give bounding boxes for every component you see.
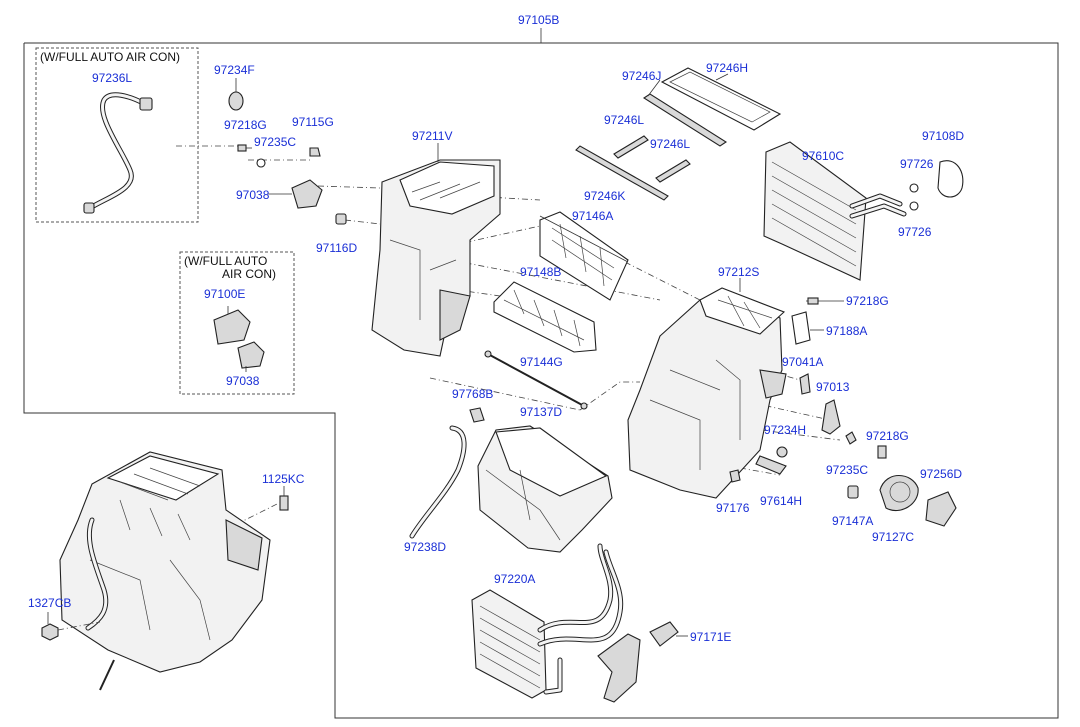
clip-97235c-low xyxy=(845,431,857,445)
bolt-1125kc xyxy=(279,495,289,511)
label-97726-1: 97726 xyxy=(900,157,934,171)
door-97146a xyxy=(539,211,629,301)
auto-aircon-actuators xyxy=(213,306,265,372)
label-1327cb: 1327CB xyxy=(28,596,71,610)
actuator-97100e xyxy=(213,309,251,345)
o-ring-97726-2 xyxy=(909,201,919,211)
label-97148b: 97148B xyxy=(520,265,561,279)
note-auto-aircon-top: (W/FULL AUTO AIR CON) xyxy=(40,50,180,64)
clip-97116d xyxy=(335,213,347,225)
label-97218g-low: 97218G xyxy=(866,429,909,443)
actuator-97038-mid xyxy=(237,341,265,369)
bracket-97188a xyxy=(791,311,811,345)
door-plates xyxy=(493,211,629,353)
clip-97234h xyxy=(776,446,788,458)
heater-core-97220a xyxy=(471,543,624,699)
evaporator-97610c xyxy=(763,141,964,281)
frames xyxy=(23,28,1059,719)
right-small-parts xyxy=(729,297,957,527)
label-97234h: 97234H xyxy=(764,423,806,437)
label-97246j: 97246J xyxy=(622,69,661,83)
label-97115g: 97115G xyxy=(292,115,334,129)
label-97147a: 97147A xyxy=(832,514,873,528)
clip-97147a xyxy=(847,485,859,499)
label-97212s: 97212S xyxy=(718,265,759,279)
label-97768b: 97768B xyxy=(452,387,493,401)
clip-97235c xyxy=(256,158,266,168)
bottom-case-97137d xyxy=(477,425,613,553)
screw-97218g-right xyxy=(807,297,819,305)
label-97246l-2: 97246L xyxy=(650,137,690,151)
upper-case-97211v xyxy=(371,143,501,357)
sensor-97234f xyxy=(228,91,244,111)
screw-97218g-low xyxy=(877,445,887,459)
door-97148b xyxy=(493,281,597,353)
o-ring-97726-1 xyxy=(909,183,919,193)
label-97246k: 97246K xyxy=(584,189,625,203)
label-97211v: 97211V xyxy=(412,129,452,143)
clip-97115g xyxy=(309,147,321,157)
filter-97246h xyxy=(660,67,782,131)
label-97218g-top: 97218G xyxy=(224,118,267,132)
label-97246h: 97246H xyxy=(706,61,748,75)
label-97038-mid: 97038 xyxy=(226,374,260,388)
lever-97013 xyxy=(821,399,841,435)
actuator-97256d xyxy=(925,491,957,527)
label-97246l-1: 97246L xyxy=(604,113,644,127)
gasket-97108d xyxy=(937,160,964,198)
label-97726-2: 97726 xyxy=(898,225,932,239)
label-97100e: 97100E xyxy=(204,287,245,301)
label-97188a: 97188A xyxy=(826,324,867,338)
auto-aircon-box-mid xyxy=(179,251,295,395)
label-97236l: 97236L xyxy=(92,71,132,85)
label-97144g: 97144G xyxy=(520,355,563,369)
aspirator-hose-97236l xyxy=(83,92,153,214)
drain-cap-97768b xyxy=(469,407,485,423)
label-97116d: 97116D xyxy=(316,241,357,255)
main-assembly-frame xyxy=(23,42,1059,719)
actuator-97038-top xyxy=(291,179,323,209)
label-97218g-right: 97218G xyxy=(846,294,889,308)
label-97256d: 97256D xyxy=(920,467,962,481)
note-auto-aircon-mid-1: (W/FULL AUTO xyxy=(184,254,267,268)
note-auto-aircon-mid-2: AIR CON) xyxy=(222,267,276,281)
label-97238d: 97238D xyxy=(404,540,446,554)
lower-case-97212s xyxy=(627,278,787,499)
motor-97127c xyxy=(879,475,919,512)
label-97013: 97013 xyxy=(816,380,850,394)
part-labels: 97105B (W/FULL AUTO AIR CON) 97236L 9723… xyxy=(28,13,964,644)
label-97610c: 97610C xyxy=(802,149,844,163)
label-97176: 97176 xyxy=(716,501,750,515)
bracket-97171e xyxy=(597,621,688,703)
strip-97246k xyxy=(575,145,669,201)
label-97108d: 97108D xyxy=(922,129,964,143)
label-97041a: 97041A xyxy=(782,355,823,369)
nut-1327cb xyxy=(41,623,59,641)
label-97105b: 97105B xyxy=(518,13,559,27)
clip-97176 xyxy=(729,469,741,483)
label-97235c-low: 97235C xyxy=(826,463,868,477)
screw-97218g xyxy=(237,144,247,152)
label-97146a: 97146A xyxy=(572,209,613,223)
small-fasteners-left xyxy=(228,78,347,225)
link-97041a xyxy=(799,373,811,395)
label-97614h: 97614H xyxy=(760,494,802,508)
label-1125kc: 1125KC xyxy=(262,472,305,486)
label-97234f: 97234F xyxy=(214,63,255,77)
rod-97144g xyxy=(484,350,588,410)
label-97171e: 97171E xyxy=(690,630,731,644)
sensor-97614h xyxy=(755,455,787,475)
strip-97246l-2 xyxy=(655,159,691,183)
filters-97246 xyxy=(575,67,782,201)
strip-97246l-1 xyxy=(613,135,649,159)
label-97220a: 97220A xyxy=(494,572,535,586)
label-97235c-top: 97235C xyxy=(254,135,296,149)
complete-hvac-assembly xyxy=(41,451,289,691)
label-97137d: 97137D xyxy=(520,405,562,419)
drain-hose xyxy=(409,407,485,539)
auto-aircon-box-top xyxy=(35,47,199,223)
label-97127c: 97127C xyxy=(872,530,914,544)
label-97038-top: 97038 xyxy=(236,188,270,202)
